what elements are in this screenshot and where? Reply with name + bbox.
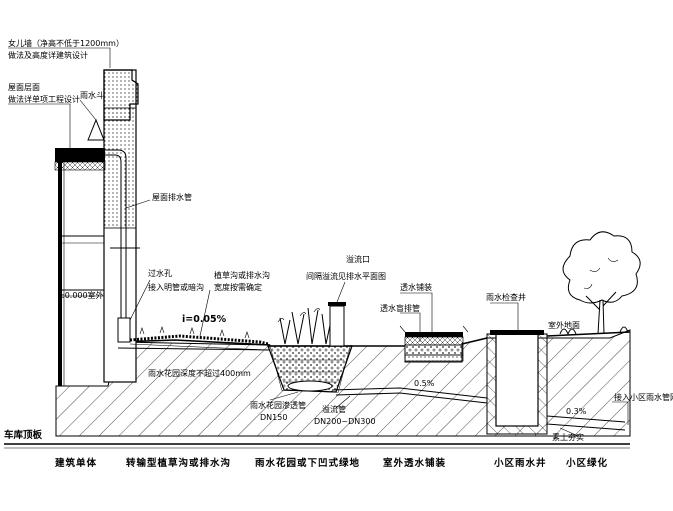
label-ditch-1: 植草沟或排水沟: [214, 270, 270, 280]
label-connect-pipe: 接入明管或暗沟: [148, 282, 204, 292]
footer-well: 小区雨水井: [493, 457, 547, 469]
label-collect-well: 雨水检查井: [486, 292, 526, 302]
label-rain-hopper: 雨水斗: [80, 90, 104, 100]
label-downpipe: 屋面排水管: [152, 192, 192, 202]
pipes: [129, 343, 488, 404]
grass-swale: [117, 326, 271, 351]
footer-garden: 雨水花园或下凹式绿地: [255, 457, 360, 469]
label-soil-bottom: 素土夯实: [552, 432, 584, 442]
label-district-edge: 室外地面: [548, 320, 580, 330]
label-into-network: 接入小区雨水管网: [614, 392, 673, 402]
label-slope: i=0.05%: [182, 314, 227, 325]
ground-surface: [117, 331, 631, 347]
footer-green: 小区绿化: [565, 457, 608, 469]
label-overflow-pipe-2: DN200~DN300: [314, 417, 376, 426]
footer-swale: 转输型植草沟或排水沟: [126, 457, 231, 469]
tree-illustration: [559, 231, 641, 336]
label-filter-hole: 过水孔: [148, 268, 172, 278]
label-overflow: 溢流口: [346, 254, 370, 264]
label-permeable-pave: 透水铺装: [400, 282, 432, 292]
label-garden-pipe-1: 雨水花园渗透管: [250, 400, 306, 410]
label-garden-pipe-2: DN150: [260, 413, 287, 422]
label-roof-1: 屋面层面: [8, 83, 40, 92]
roof-downpipe: [96, 149, 140, 343]
label-elevation: ±0.000室外: [58, 290, 104, 300]
label-garage-roof: 车库顶板: [4, 429, 43, 441]
label-parapet-2: 做法及高度详建筑设计: [8, 50, 88, 60]
label-parapet-1: 女儿墙（净高不低于1200mm）: [8, 38, 124, 48]
label-roof-2: 做法详单项工程设计: [8, 94, 80, 104]
footer-building: 建筑单体: [54, 457, 97, 469]
permeable-paving: [399, 325, 469, 362]
building-wall: [54, 69, 139, 386]
label-garden-depth: 雨水花园深度不超过400mm: [148, 368, 251, 378]
label-overflow-pipe-1: 溢流管: [322, 404, 346, 414]
label-ditch-2: 宽度按需确定: [214, 282, 262, 292]
label-permeable-pipe: 透水盲排管: [380, 303, 420, 313]
label-overflow-note: 间隔溢流见排水平面图: [306, 271, 386, 281]
district-rain-well: [486, 330, 626, 435]
label-slope-pipe-2: 0.3%: [566, 407, 587, 416]
leader-lines: [8, 47, 629, 437]
rain-garden: [267, 302, 353, 393]
footer-paving: 室外透水铺装: [383, 457, 446, 469]
label-slope-pipe: 0.5%: [414, 379, 435, 388]
